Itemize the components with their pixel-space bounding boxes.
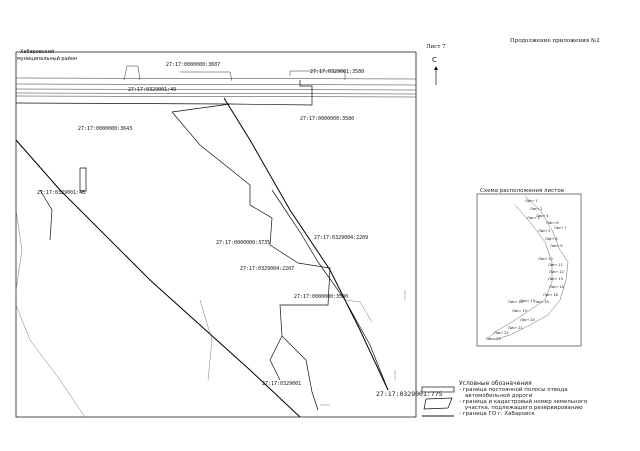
inset-sheet-label: Лист 9	[550, 244, 563, 248]
parcel-label: 27:17:0329004:2209	[314, 235, 369, 241]
parcel-label: 27:17:0329001:48	[37, 190, 86, 196]
parcel-label: 27:17:0000000:3643	[78, 126, 133, 132]
parcel-label: 27:17:0000000:3735	[216, 240, 271, 246]
inset-sheet-label: Лист 18	[508, 300, 523, 304]
inset-sheet-label: Лист 22	[494, 331, 509, 335]
parcel-label: 27:17:0329001:775	[376, 390, 443, 398]
inset-sheet-label: Лист 12	[549, 270, 564, 274]
legend-symbols	[421, 386, 455, 417]
parcel-label: 27:17:0329001:49	[128, 87, 177, 93]
inset-frame	[476, 193, 582, 347]
north-label: С	[432, 56, 437, 64]
parcel-label: 27:17:0000000:3580	[294, 294, 349, 300]
inset-sheet-label: Лист 1	[525, 199, 538, 203]
legend-item: автомобильной дороги	[465, 393, 533, 399]
inset-sheet-label: Лист 7	[554, 226, 567, 230]
inset-sheet-label: Лист 17	[520, 299, 535, 303]
minor-lines	[15, 209, 406, 418]
legend-item: участка, подлежащего резервированию	[465, 405, 583, 411]
parcel-label: 27:17:0329001	[262, 381, 302, 387]
inset-sheet-label: Лист 6	[546, 221, 559, 225]
inset-sheets	[485, 195, 569, 341]
parcel-label: 27:17:0000000:3607	[166, 62, 221, 68]
sheet-number-label: Лист 7	[426, 44, 446, 50]
district-name-line-2: муниципальный район	[17, 56, 78, 62]
inset-sheet-label: Лист 4	[536, 214, 549, 218]
inset-title: Схема расположения листов	[480, 188, 564, 194]
inset-sheet-label: Лист 16	[543, 293, 558, 297]
inset-sheet-label: Лист 21	[508, 326, 523, 330]
north-arrow-icon	[434, 66, 438, 85]
legend-item: - граница постоянной полосы отвода	[459, 387, 568, 393]
legend-item: - граница ГО г. Хабаровск	[459, 411, 535, 417]
inset-sheet-label: Лист 5	[538, 229, 551, 233]
sheet-frame	[15, 51, 417, 418]
inset-sheet-label: Лист 8	[545, 237, 558, 241]
inset-sheet-label: Лист 10	[538, 257, 553, 261]
city-boundary	[15, 97, 389, 418]
continuation-label: Продолжение приложения №2	[510, 38, 600, 44]
inset-sheet-label: Лист 3	[527, 216, 540, 220]
legend-item: - граница и кадастровый номер земельного	[459, 399, 588, 405]
parcel-label: 27:17:0000000:3580	[300, 116, 355, 122]
inset-sheet-label: Лист 19	[512, 309, 527, 313]
inset-sheet-label: Лист 20	[520, 318, 535, 322]
parcel-label: 27:17:0329001:3580	[310, 69, 365, 75]
inset-sheet-label: Лист 13	[548, 277, 563, 281]
district-name-line-1: Хабаровский	[20, 49, 55, 55]
legend-title: Условные обозначения	[459, 380, 532, 387]
inset-sheet-label: Лист 11	[548, 263, 563, 267]
parcel-label: 27:17:0329004:2207	[240, 266, 295, 272]
inset-sheet-label: Лист 14	[549, 285, 564, 289]
parcel-boundaries	[15, 80, 389, 411]
inset-sheet-label: Лист 15	[534, 300, 549, 304]
inset-sheet-label: Лист 2	[530, 207, 543, 211]
inset-sheet-label: Лист 23	[486, 337, 501, 341]
road-band	[15, 65, 417, 98]
